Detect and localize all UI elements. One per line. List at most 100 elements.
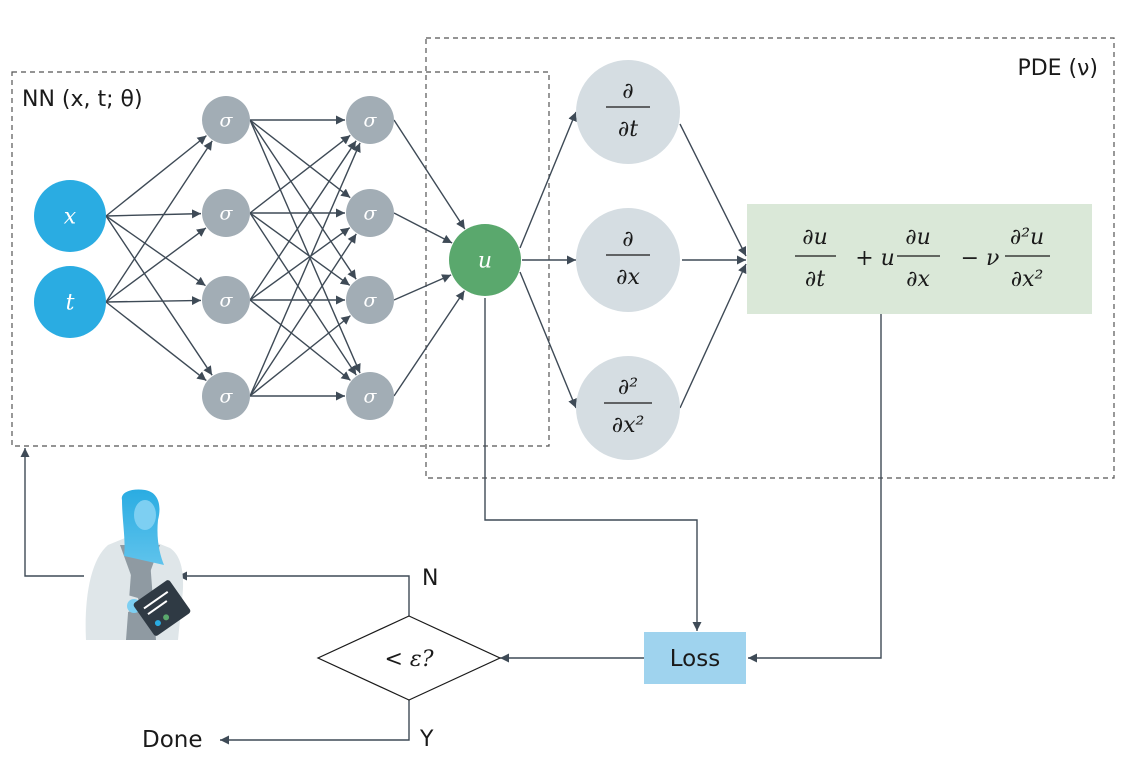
network-edge <box>249 140 357 301</box>
hidden-layer2-node-4-circle <box>346 372 394 420</box>
u-to-loss-arrow <box>484 298 702 631</box>
network-edge <box>105 135 207 217</box>
hidden-layer1-node-4-circle <box>202 372 250 420</box>
hidden-layer2-node-3-label: σ <box>364 290 378 312</box>
dxx-to-pde-arrow <box>679 263 747 409</box>
nn-box-label: NN (x, t; θ) <box>22 87 143 112</box>
yes-branch-arrow <box>220 700 410 745</box>
hidden-layer2-node-1: σ <box>346 96 394 144</box>
hidden-layer2-node-3-circle <box>346 276 394 324</box>
nn-box <box>11 71 550 447</box>
pde-term2-denominator: ∂x <box>906 267 930 292</box>
network-edge <box>249 233 357 397</box>
network-edge <box>105 140 213 303</box>
hidden-layer1-node-1: σ <box>202 96 250 144</box>
loss-node: Loss <box>644 632 746 684</box>
network-edge <box>249 142 361 397</box>
pde-box-label: PDE (ν) <box>1017 56 1098 81</box>
hidden-layer1-node-1-label: σ <box>220 110 234 132</box>
done-label: Done <box>142 727 203 753</box>
decision-node: < ε? N Y <box>316 566 502 752</box>
input-node-t-label: t <box>66 291 75 316</box>
hidden-layer2-node-2-label: σ <box>364 203 378 225</box>
loss-box <box>644 632 746 684</box>
decision-no-label: N <box>422 566 438 591</box>
loss-label: Loss <box>670 646 720 672</box>
input-node-t: t <box>34 266 106 338</box>
scientist-to-nn-arrow <box>20 448 84 577</box>
network-edge <box>393 290 466 397</box>
hidden-layer2-node-2: σ <box>346 189 394 237</box>
derivative-dx-node <box>576 208 680 312</box>
pde-term1-denominator: ∂t <box>805 267 825 292</box>
derivative-dxx-node <box>576 356 680 460</box>
output-node-u-circle <box>449 224 521 296</box>
derivative-dt-denominator: ∂t <box>618 117 638 142</box>
derivative-dxx-denominator: ∂x² <box>612 413 645 438</box>
pde-term3-denominator: ∂x² <box>1011 267 1044 292</box>
network-edge <box>249 299 351 381</box>
pde-term1-numerator: ∂u <box>802 225 828 250</box>
derivative-dxx: ∂² ∂x² <box>576 356 680 460</box>
hidden-layer2-node-1-label: σ <box>364 110 378 132</box>
pde-operator-minus-nu: − ν <box>961 246 1000 271</box>
derivative-dx-denominator: ∂x <box>616 265 640 290</box>
pde-operator-plus-u: + u <box>855 246 895 271</box>
scientist-figure <box>85 489 191 640</box>
hidden-layer1-node-4: σ <box>202 372 250 420</box>
derivative-dx-numerator: ∂ <box>622 227 633 252</box>
hidden-layer1-node-4-label: σ <box>220 386 234 408</box>
network-edge <box>393 274 452 301</box>
decision-label: < ε? <box>384 647 433 672</box>
network-edge <box>249 119 351 199</box>
pde-term2-numerator: ∂u <box>905 225 931 250</box>
decision-diamond <box>316 615 502 701</box>
dt-to-pde-arrow <box>679 123 747 257</box>
hidden-layer1-node-1-circle <box>202 96 250 144</box>
input-node-x: x <box>34 180 106 252</box>
input-node-x-circle <box>34 180 106 252</box>
hidden-layer1-node-2: σ <box>202 189 250 237</box>
network-edge <box>249 134 351 214</box>
network-edge <box>249 119 361 374</box>
decision-yes-label: Y <box>419 727 434 752</box>
hidden-layer2-node-1-circle <box>346 96 394 144</box>
network-edge <box>393 119 466 230</box>
network-edge <box>393 212 453 244</box>
network-edge <box>249 212 357 376</box>
hidden-layer2-node-2-circle <box>346 189 394 237</box>
hidden-layer1-node-2-label: σ <box>220 203 234 225</box>
u-to-dxx-arrow <box>519 271 577 409</box>
hidden-layer1-node-3-label: σ <box>220 290 234 312</box>
network-edge <box>249 119 357 280</box>
hidden-layer1-node-3-circle <box>202 276 250 324</box>
hidden-layer1-node-2-circle <box>202 189 250 237</box>
u-to-dt-arrow <box>519 111 577 249</box>
network-edge <box>249 227 351 301</box>
derivative-dxx-numerator: ∂² <box>618 375 638 400</box>
network-edge <box>105 215 206 287</box>
output-node-u: u <box>449 224 521 296</box>
pde-box <box>425 37 1115 479</box>
network-edge <box>249 212 351 286</box>
network-edge <box>105 227 207 303</box>
pde-equation: ∂u ∂t + u ∂u ∂x − ν ∂²u ∂x² <box>747 204 1092 314</box>
network-edge <box>105 296 202 306</box>
pde-term3-numerator: ∂²u <box>1010 225 1044 250</box>
hidden-layer1-node-3: σ <box>202 276 250 324</box>
network-edge <box>105 209 202 219</box>
derivative-dt-numerator: ∂ <box>622 79 633 104</box>
hidden-layer2-node-3: σ <box>346 276 394 324</box>
no-branch-arrow <box>178 571 410 616</box>
network-edge <box>249 315 351 397</box>
pde-to-loss-arrow <box>748 314 882 663</box>
flow-lines <box>20 111 882 745</box>
hidden-layer2-node-4-label: σ <box>364 386 378 408</box>
network-connections <box>105 115 466 401</box>
network-nodes: x t σ σ σ σ σ σ σ σ u <box>34 96 521 420</box>
derivative-dt: ∂ ∂t <box>576 60 680 164</box>
output-node-u-label: u <box>478 249 492 274</box>
input-node-t-circle <box>34 266 106 338</box>
network-edge <box>105 301 207 382</box>
